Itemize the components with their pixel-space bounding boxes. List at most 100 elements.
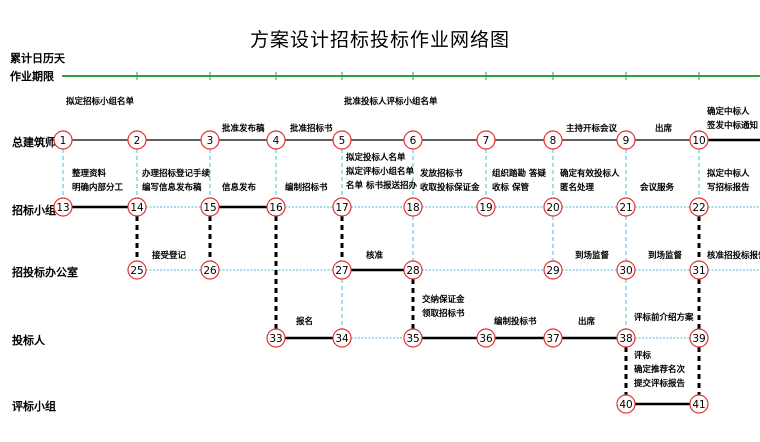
node-circle xyxy=(543,130,563,150)
activity-label: 编写信息发布稿 xyxy=(142,182,202,193)
node-number: 29 xyxy=(546,265,559,277)
node-number: 1 xyxy=(60,135,67,147)
node-circle xyxy=(200,130,220,150)
activity-label: 编制招标书 xyxy=(285,182,328,193)
node-number: 16 xyxy=(269,202,283,214)
node-circle xyxy=(266,328,286,348)
node-circle xyxy=(403,130,423,150)
node-33: 33 xyxy=(266,328,286,348)
node-number: 8 xyxy=(550,135,557,147)
activity-label: 批准投标人评标小组名单 xyxy=(344,96,438,107)
activity-label: 明确内部分工 xyxy=(72,182,124,193)
node-number: 37 xyxy=(546,333,559,345)
node-number: 9 xyxy=(623,135,630,147)
node-number: 4 xyxy=(273,135,280,147)
node-circle xyxy=(689,328,709,348)
node-20: 20 xyxy=(543,197,563,217)
node-number: 2 xyxy=(134,135,141,147)
activity-label: 整理资料 xyxy=(72,168,107,179)
node-circle xyxy=(476,328,496,348)
node-number: 5 xyxy=(339,135,346,147)
activity-label: 确定中标人 xyxy=(707,106,750,117)
node-circle xyxy=(53,130,73,150)
node-37: 37 xyxy=(543,328,563,348)
node-number: 27 xyxy=(335,265,348,277)
node-number: 33 xyxy=(269,333,282,345)
node-35: 35 xyxy=(403,328,423,348)
activity-label: 发放招标书 xyxy=(419,168,463,179)
activity-label: 信息发布 xyxy=(222,182,257,193)
activity-label: 评标前介绍方案 xyxy=(634,312,694,323)
lane-bid-team: 招标小组 xyxy=(12,204,56,217)
activity-label: 主持开标会议 xyxy=(566,123,618,134)
node-circle xyxy=(543,197,563,217)
activity-label: 收取投标保证金 xyxy=(420,182,480,193)
node-circle xyxy=(127,197,147,217)
node-number: 21 xyxy=(619,202,632,214)
activity-label: 写招标报告 xyxy=(707,182,750,193)
node-15: 15 xyxy=(200,197,220,217)
node-19: 19 xyxy=(476,197,496,217)
activity-label: 报名 xyxy=(296,316,313,327)
node-9: 9 xyxy=(616,130,636,150)
node-circle xyxy=(266,197,286,217)
node-14: 14 xyxy=(127,197,147,217)
activity-label: 会议服务 xyxy=(639,182,675,193)
node-number: 22 xyxy=(692,202,705,214)
node-6: 6 xyxy=(403,130,423,150)
node-number: 18 xyxy=(406,202,419,214)
node-41: 41 xyxy=(689,394,709,414)
node-25: 25 xyxy=(127,260,147,280)
activity-label: 拟定评标小组名单 xyxy=(346,166,415,177)
header-duration: 作业期限 xyxy=(10,70,54,83)
header-cumulative-days: 累计日历天 xyxy=(10,52,65,65)
node-5: 5 xyxy=(332,130,352,150)
node-circle xyxy=(200,260,220,280)
node-circle xyxy=(543,260,563,280)
node-number: 36 xyxy=(479,333,493,345)
node-circle xyxy=(616,197,636,217)
node-40: 40 xyxy=(616,394,636,414)
node-number: 25 xyxy=(130,265,143,277)
activity-label: 到场监督 xyxy=(648,250,683,261)
node-39: 39 xyxy=(689,328,709,348)
activity-label: 签发中标通知 xyxy=(706,120,758,131)
node-circle xyxy=(332,260,352,280)
activity-label: 核准招投标报告 xyxy=(707,250,760,261)
node-1: 1 xyxy=(53,130,73,150)
activity-label: 拟定投标人名单 xyxy=(346,152,406,163)
node-number: 6 xyxy=(410,135,417,147)
node-circle xyxy=(689,130,709,150)
node-8: 8 xyxy=(543,130,563,150)
activity-label: 确定有效投标人 xyxy=(560,168,620,179)
activity-label: 拟定中标人 xyxy=(707,168,750,179)
node-circle xyxy=(332,197,352,217)
node-27: 27 xyxy=(332,260,352,280)
node-circle xyxy=(689,197,709,217)
node-number: 13 xyxy=(56,202,69,214)
node-circle xyxy=(403,197,423,217)
node-number: 30 xyxy=(619,265,632,277)
node-circle xyxy=(689,394,709,414)
activity-label: 批准发布稿 xyxy=(222,123,265,134)
activity-label: 匿名处理 xyxy=(560,182,595,193)
node-circle xyxy=(200,197,220,217)
activity-label: 领取招标书 xyxy=(421,308,465,319)
node-2: 2 xyxy=(127,130,147,150)
node-number: 17 xyxy=(335,202,348,214)
activity-label: 提交评标报告 xyxy=(634,378,686,389)
activity-label: 到场监督 xyxy=(575,250,610,261)
node-number: 26 xyxy=(203,265,217,277)
node-13: 13 xyxy=(53,197,73,217)
node-number: 19 xyxy=(479,202,492,214)
node-circle xyxy=(543,328,563,348)
node-number: 14 xyxy=(130,202,144,214)
node-number: 7 xyxy=(483,135,490,147)
activity-label: 确定推荐名次 xyxy=(634,364,686,375)
node-30: 30 xyxy=(616,260,636,280)
activity-label: 编制投标书 xyxy=(494,316,537,327)
activity-label: 接受登记 xyxy=(152,250,187,261)
node-number: 3 xyxy=(207,135,214,147)
node-number: 39 xyxy=(692,333,705,345)
